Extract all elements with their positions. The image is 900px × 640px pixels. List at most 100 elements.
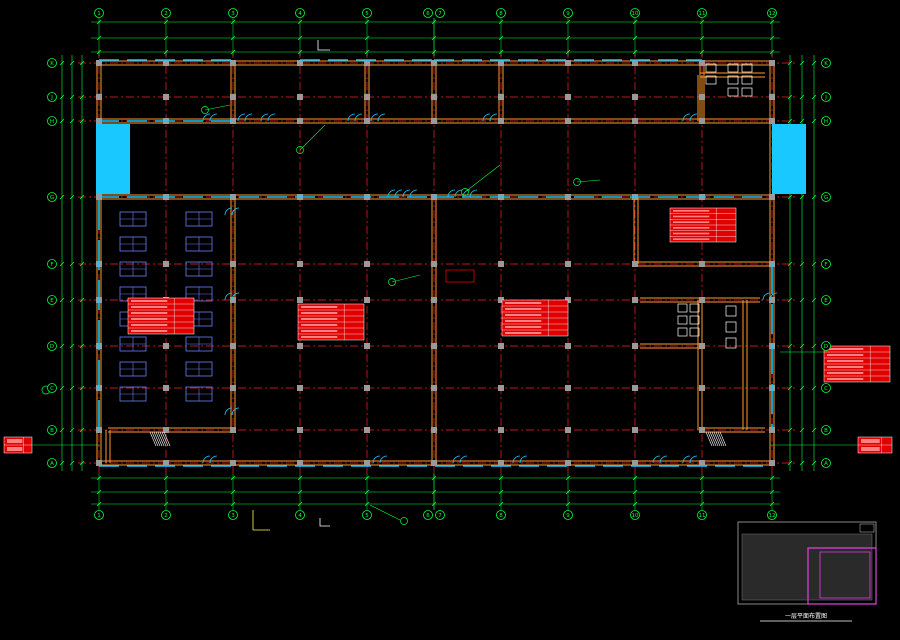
structural-column	[699, 297, 705, 303]
structural-column	[632, 118, 638, 124]
stair-left	[157, 431, 165, 447]
toilet-fixture	[741, 75, 753, 85]
area-table-3-label-bar	[505, 326, 542, 328]
axis-bubble-bottom-8: 8	[496, 510, 506, 520]
axis-bubble-bottom-8-label: 8	[499, 513, 503, 519]
structural-column	[96, 460, 102, 466]
annotation-marker	[388, 278, 396, 286]
axis-bubble-top-3: 3	[228, 8, 238, 18]
axis-bubble-left-D: D	[47, 341, 57, 351]
structural-column	[498, 343, 504, 349]
axis-bubble-bottom-1-circle	[94, 510, 104, 520]
area-table-4-label-bar	[673, 210, 710, 212]
axis-bubble-bottom-3-label: 3	[231, 513, 235, 519]
structural-column	[565, 118, 571, 124]
dim-left-tick	[59, 427, 65, 433]
structural-column	[431, 94, 437, 100]
axis-bubble-left-K-label: K	[50, 61, 54, 67]
stair-right	[719, 431, 727, 447]
annotation-leader	[464, 164, 501, 193]
toilet-fixture	[741, 63, 753, 73]
door-swing	[482, 113, 498, 122]
axis-bubble-right-F-label: F	[824, 262, 827, 268]
axis-bubble-left-D-label: D	[50, 344, 54, 350]
dim-right-tick	[799, 60, 805, 66]
axis-bubble-bottom-7: 7	[435, 510, 445, 520]
axis-bubble-left-H-label: H	[50, 119, 54, 125]
axis-bubble-bottom-1: 1	[94, 510, 104, 520]
axis-bubble-bottom-12-circle	[767, 510, 777, 520]
axis-bubble-top-2-label: 2	[164, 11, 168, 17]
structural-column	[498, 385, 504, 391]
axis-bubble-right-G: G	[821, 192, 831, 202]
structural-column	[769, 60, 775, 66]
axis-bubble-bottom-6: 6	[423, 510, 433, 520]
callout-left-label-bar	[7, 439, 23, 443]
structural-column	[699, 94, 705, 100]
structural-column	[230, 427, 236, 433]
axis-bubble-top-7: 7	[435, 8, 445, 18]
axis-bubble-left-F-circle	[47, 259, 57, 269]
toilet-fixture	[725, 337, 737, 349]
dim-right-tick	[799, 194, 805, 200]
stair-left	[159, 431, 167, 447]
toilet-fixture	[741, 87, 753, 97]
axis-bubble-bottom-9-label: 9	[566, 513, 570, 519]
dim-right-tick	[787, 427, 793, 433]
annotation-marker	[296, 146, 304, 154]
door-swing	[372, 455, 388, 464]
structural-column	[163, 60, 169, 66]
structural-column	[699, 261, 705, 267]
axis-bubble-top-10-circle	[630, 8, 640, 18]
dim-left-tick	[79, 460, 85, 466]
structural-column	[632, 261, 638, 267]
structural-column	[230, 194, 236, 200]
dim-left-tick	[69, 118, 75, 124]
axis-bubble-left-J: J	[47, 92, 57, 102]
structural-column	[632, 297, 638, 303]
dim-left-tick	[69, 297, 75, 303]
structural-column	[769, 94, 775, 100]
structural-column	[364, 385, 370, 391]
area-table-2-label-bar	[301, 306, 338, 308]
axis-bubble-left-A-label: A	[50, 461, 54, 467]
area-table-1-label-bar	[131, 318, 168, 320]
axis-bubble-left-E: E	[47, 295, 57, 305]
axis-bubble-left-C-label: C	[50, 386, 54, 392]
dim-right-tick	[787, 261, 793, 267]
axis-bubble-right-F-circle	[821, 259, 831, 269]
dim-right-tick	[811, 118, 817, 124]
glazing-panel-right	[772, 124, 806, 194]
key-plan-outline	[807, 547, 877, 605]
dim-left-tick	[79, 297, 85, 303]
structural-column	[498, 297, 504, 303]
dim-left-tick	[59, 297, 65, 303]
dim-right-tick	[811, 460, 817, 466]
dim-left-tick	[69, 385, 75, 391]
axis-bubble-right-C-circle	[821, 383, 831, 393]
dim-left-tick	[79, 60, 85, 66]
door-swing	[224, 407, 240, 416]
glazing-panel-left	[96, 124, 130, 194]
axis-bubble-bottom-4-circle	[295, 510, 305, 520]
structural-column	[297, 460, 303, 466]
door-swing	[512, 455, 528, 464]
axis-bubble-right-B-label: B	[824, 428, 828, 434]
axis-bubble-left-F: F	[47, 259, 57, 269]
axis-bubble-left-J-circle	[47, 92, 57, 102]
axis-bubble-top-11-circle	[697, 8, 707, 18]
key-plan-title: 一层平面布置图	[785, 612, 827, 620]
annotation-marker	[201, 106, 209, 114]
axis-bubble-top-3-circle	[228, 8, 238, 18]
axis-bubble-left-B-label: B	[50, 428, 54, 434]
door-swing	[224, 292, 240, 301]
dim-left-tick	[79, 94, 85, 100]
door-swing	[452, 455, 468, 464]
structural-column	[364, 427, 370, 433]
door-swing	[682, 113, 698, 122]
structural-column	[632, 385, 638, 391]
axis-bubble-bottom-11: 11	[697, 510, 707, 520]
axis-bubble-right-B-circle	[821, 425, 831, 435]
structural-column	[565, 385, 571, 391]
